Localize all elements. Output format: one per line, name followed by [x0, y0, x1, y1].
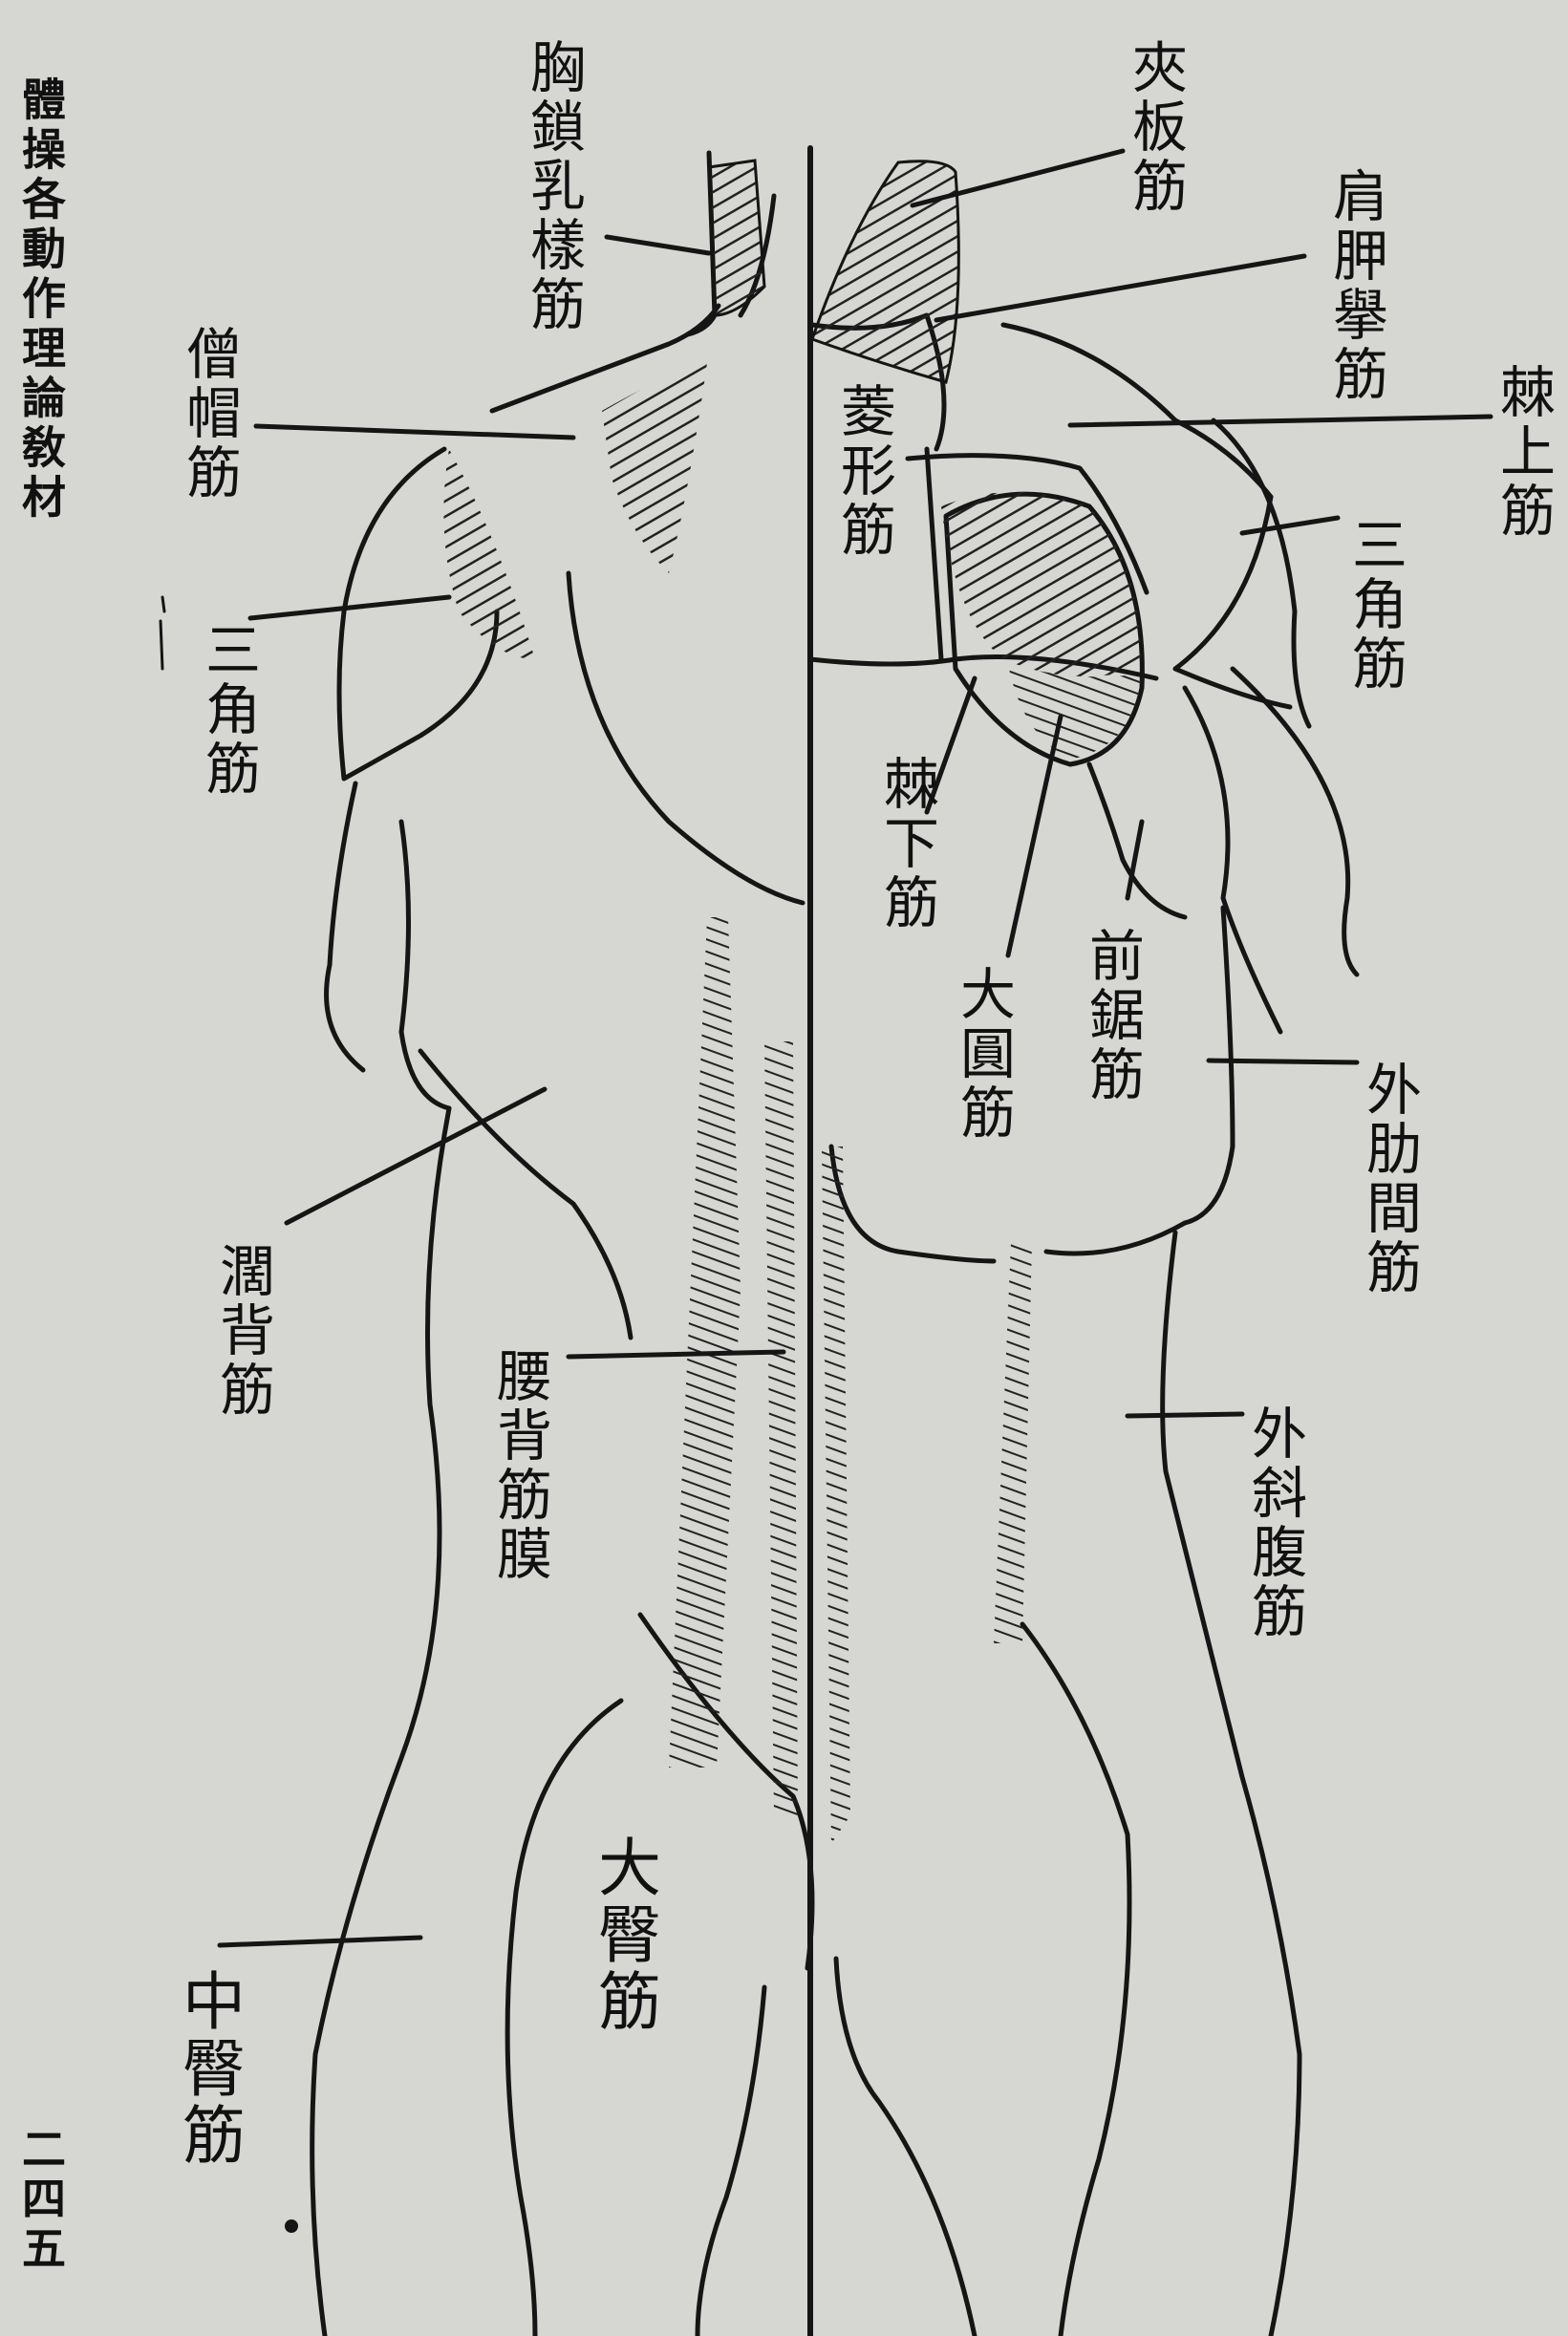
label-right-deltoid: 三角筋	[1347, 516, 1403, 694]
right-lumbar-hatch-2	[994, 1242, 1032, 1643]
margin-mark	[161, 597, 164, 669]
label-sternocleidomastoid: 胸鎖乳樣筋	[526, 38, 581, 363]
left-deltoid-hatch	[443, 449, 535, 659]
ink-dot	[285, 2219, 298, 2233]
left-trapezius-hatch	[602, 363, 707, 573]
left-scm-hatch	[709, 161, 764, 315]
label-levator-scapulae: 肩胛擧筋	[1328, 167, 1384, 404]
label-teres-major: 大圓筋	[956, 965, 1011, 1143]
label-trapezius: 僧帽筋	[182, 325, 237, 503]
label-external-intercostal: 外肋間筋	[1362, 1061, 1417, 1297]
label-supraspinatus: 棘上筋	[1495, 363, 1551, 541]
label-rhomboid: 菱形筋	[836, 382, 891, 560]
label-splenius: 夾板筋	[1128, 38, 1183, 216]
left-lumbar-hatch	[669, 917, 741, 1768]
label-gluteus-medius: 中臀筋	[177, 1968, 240, 2169]
page-number: 二四五	[19, 2126, 63, 2275]
right-lumbar-hatch	[822, 1147, 850, 1844]
label-external-oblique: 外斜腹筋	[1247, 1404, 1302, 1641]
label-latissimus-dorsi: 濶背筋	[215, 1242, 270, 1420]
label-lumbodorsal-fascia: 腰背筋膜	[492, 1347, 548, 1584]
running-title: 體操各動作理論敎材	[19, 76, 63, 524]
right-splenius-hatch	[812, 161, 958, 382]
label-gluteus-maximus: 大臀筋	[592, 1834, 655, 2035]
label-infraspinatus: 棘下筋	[879, 755, 934, 932]
label-serratus-anterior: 前鋸筋	[1085, 927, 1140, 1104]
label-left-deltoid: 三角筋	[201, 621, 256, 799]
left-lumbar-hatch-2	[764, 1041, 798, 1815]
